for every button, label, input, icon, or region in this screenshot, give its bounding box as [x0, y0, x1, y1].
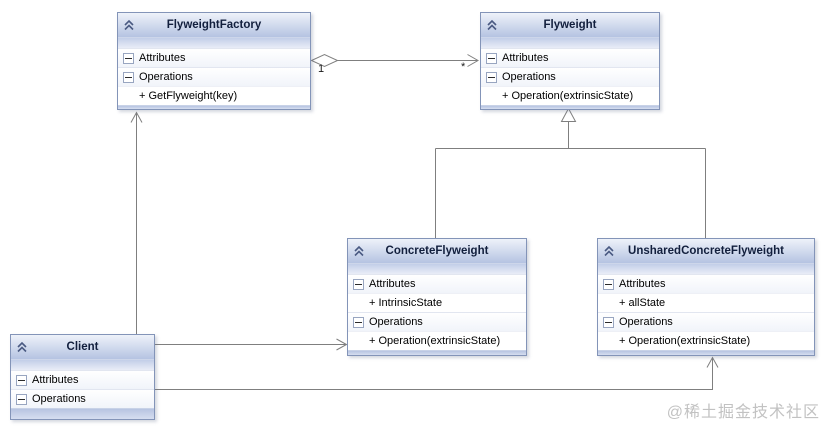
attribute-text: + IntrinsicState	[369, 297, 443, 309]
attribute-row: + IntrinsicState	[348, 293, 526, 312]
section-label: Operations	[502, 71, 556, 83]
attributes-section-row[interactable]: Attributes	[598, 274, 814, 293]
class-title: Client	[66, 341, 99, 353]
attribute-text: + allState	[619, 297, 666, 309]
section-label: Attributes	[139, 52, 186, 64]
operation-row: + Operation(extrinsicState)	[481, 86, 659, 105]
class-title: ConcreteFlyweight	[385, 245, 489, 257]
section-label: Attributes	[619, 278, 666, 290]
attributes-section-row[interactable]: Attributes	[118, 48, 310, 67]
attributes-section-row[interactable]: Attributes	[11, 370, 154, 389]
operation-text: + GetFlyweight(key)	[139, 90, 238, 102]
section-label: Attributes	[32, 374, 79, 386]
operation-text: + Operation(extrinsicState)	[619, 335, 751, 347]
operation-row: + GetFlyweight(key)	[118, 86, 310, 105]
class-header-band	[348, 264, 526, 274]
class-header[interactable]: Flyweight	[481, 13, 659, 38]
class-title: Flyweight	[543, 19, 597, 31]
multiplicity-label-one: 1	[318, 63, 325, 75]
class-title: UnsharedConcreteFlyweight	[628, 245, 784, 257]
collapse-minus-icon[interactable]	[603, 278, 614, 290]
class-header-band	[11, 360, 154, 370]
operations-section-row[interactable]: Operations	[598, 312, 814, 331]
multiplicity-label-many: *	[461, 61, 466, 73]
section-label: Operations	[139, 71, 193, 83]
class-header-band	[481, 38, 659, 48]
aggregation-connector	[310, 53, 480, 68]
operations-section-row[interactable]: Operations	[348, 312, 526, 331]
class-header[interactable]: Client	[11, 335, 154, 360]
collapse-chevron-icon[interactable]	[602, 245, 616, 257]
operations-section-row[interactable]: Operations	[118, 67, 310, 86]
generalization-connector	[435, 107, 706, 238]
class-header[interactable]: ConcreteFlyweight	[348, 239, 526, 264]
class-flyweight[interactable]: Flyweight Attributes Operations + Operat…	[480, 12, 660, 110]
client-concrete-connector	[155, 338, 348, 351]
operations-section-row[interactable]: Operations	[481, 67, 659, 86]
collapse-minus-icon[interactable]	[486, 71, 497, 83]
operation-row: + Operation(extrinsicState)	[348, 331, 526, 350]
class-header[interactable]: FlyweightFactory	[118, 13, 310, 38]
class-flyweight-factory[interactable]: FlyweightFactory Attributes Operations +…	[117, 12, 311, 110]
operation-text: + Operation(extrinsicState)	[369, 335, 501, 347]
attributes-section-row[interactable]: Attributes	[348, 274, 526, 293]
class-title: FlyweightFactory	[166, 19, 262, 31]
class-header-band	[598, 264, 814, 274]
collapse-minus-icon[interactable]	[16, 393, 27, 405]
section-label: Operations	[32, 393, 86, 405]
operations-section-row[interactable]: Operations	[11, 389, 154, 408]
operation-row: + Operation(extrinsicState)	[598, 331, 814, 350]
attribute-row: + allState	[598, 293, 814, 312]
collapse-minus-icon[interactable]	[486, 52, 497, 64]
collapse-minus-icon[interactable]	[353, 278, 364, 290]
collapse-chevron-icon[interactable]	[15, 341, 29, 353]
attributes-section-row[interactable]: Attributes	[481, 48, 659, 67]
collapse-minus-icon[interactable]	[16, 374, 27, 386]
collapse-minus-icon[interactable]	[123, 71, 134, 83]
class-header[interactable]: UnsharedConcreteFlyweight	[598, 239, 814, 264]
client-unshared-connector	[155, 356, 719, 390]
collapse-minus-icon[interactable]	[353, 316, 364, 328]
class-header-band	[118, 38, 310, 48]
section-label: Attributes	[369, 278, 416, 290]
collapse-minus-icon[interactable]	[603, 316, 614, 328]
collapse-chevron-icon[interactable]	[122, 19, 136, 31]
class-client[interactable]: Client Attributes Operations	[10, 334, 155, 420]
operation-text: + Operation(extrinsicState)	[502, 90, 634, 102]
section-label: Operations	[619, 316, 673, 328]
class-footer-band	[348, 350, 526, 355]
section-label: Operations	[369, 316, 423, 328]
class-footer-band	[481, 105, 659, 109]
collapse-chevron-icon[interactable]	[352, 245, 366, 257]
class-footer-band	[598, 350, 814, 355]
class-footer-band	[11, 408, 154, 419]
watermark-text: @稀土掘金技术社区	[666, 404, 820, 421]
client-factory-connector	[130, 111, 143, 334]
class-unshared-concrete-flyweight[interactable]: UnsharedConcreteFlyweight Attributes + a…	[597, 238, 815, 356]
collapse-chevron-icon[interactable]	[485, 19, 499, 31]
section-label: Attributes	[502, 52, 549, 64]
class-footer-band	[118, 105, 310, 109]
class-concrete-flyweight[interactable]: ConcreteFlyweight Attributes + Intrinsic…	[347, 238, 527, 356]
collapse-minus-icon[interactable]	[123, 52, 134, 64]
